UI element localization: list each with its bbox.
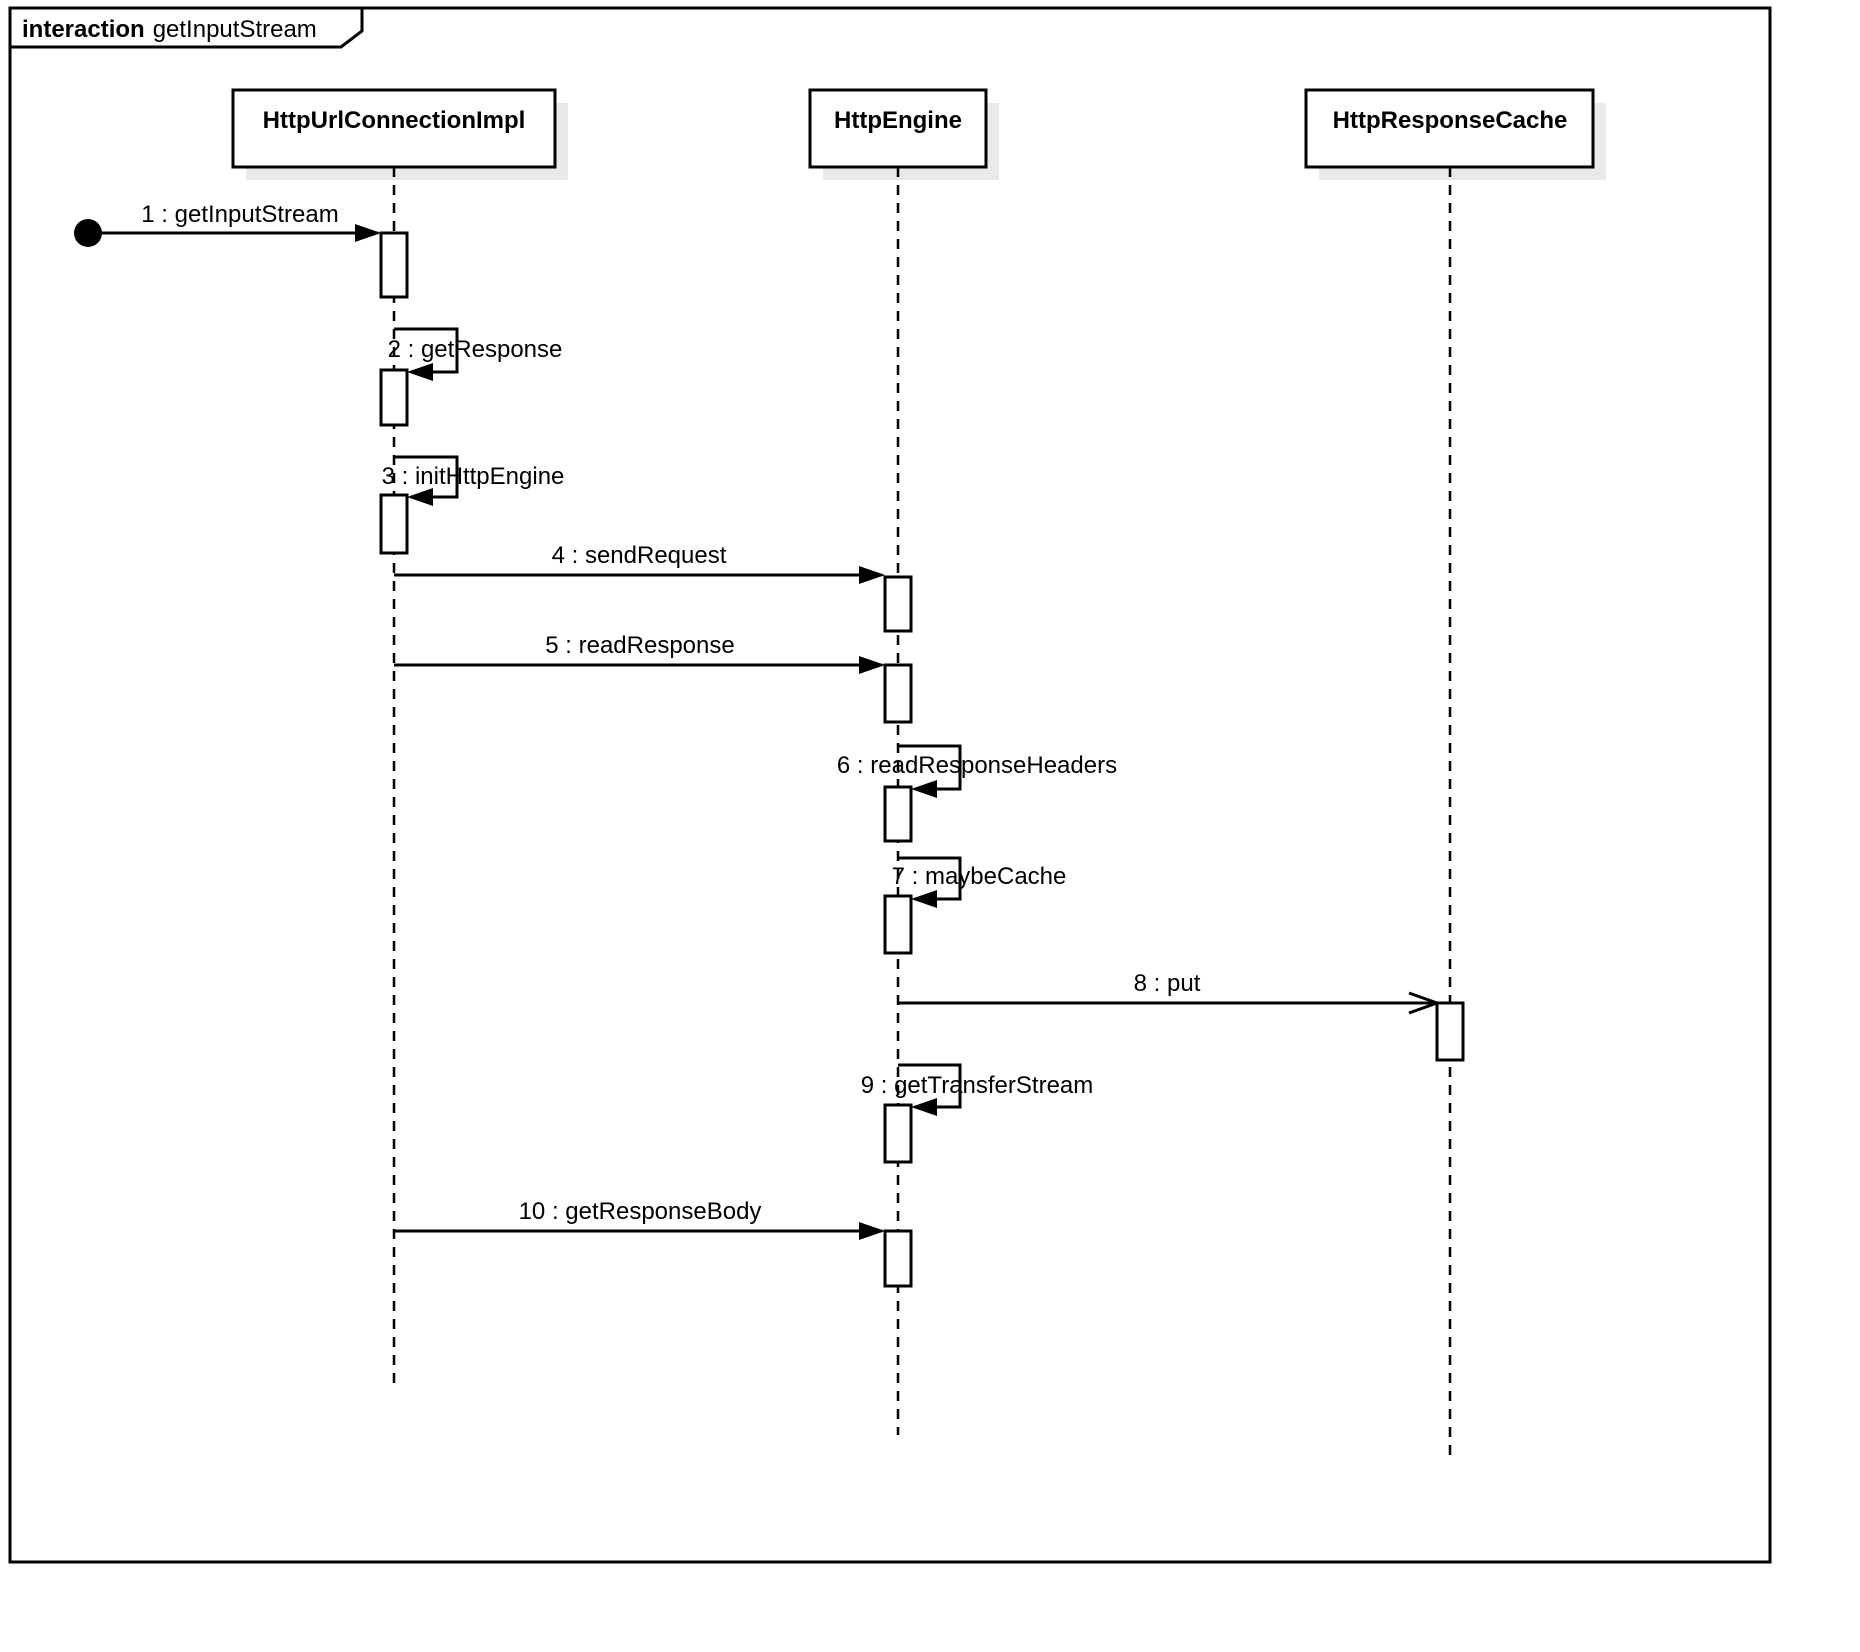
message-6: 6 : readResponseHeaders xyxy=(837,744,1117,798)
activation-bar xyxy=(1435,1001,1465,1062)
sync-arrowhead-icon xyxy=(859,566,885,584)
interaction-frame-border xyxy=(8,6,1772,1564)
sync-arrowhead-icon xyxy=(911,890,937,908)
message-10: 10 : getResponseBody xyxy=(394,1198,885,1240)
async-arrowhead-icon xyxy=(1408,991,1438,1015)
self-message-line xyxy=(898,744,962,791)
lifeline-head-box xyxy=(808,88,988,169)
start-node-icon xyxy=(74,219,102,247)
message-5: 5 : readResponse xyxy=(394,632,885,674)
self-message-line xyxy=(394,455,459,499)
frame-title-name: getInputStream xyxy=(153,16,317,43)
activation-bar xyxy=(883,575,913,633)
message-8: 8 : put xyxy=(898,970,1438,1015)
sync-arrowhead-icon xyxy=(355,224,381,242)
activation-bar xyxy=(883,1229,913,1288)
activation-bar xyxy=(883,785,913,843)
activation-bar xyxy=(883,894,913,955)
message-label: 1 : getInputStream xyxy=(141,201,338,228)
activation-bar xyxy=(379,493,409,555)
lifeline-head-httpresponsecache: HttpResponseCache xyxy=(1304,88,1595,169)
message-label: 6 : readResponseHeaders xyxy=(837,752,1117,779)
frame-title: interaction getInputStream xyxy=(22,16,317,43)
frame-title-tab xyxy=(8,6,364,49)
lifeline-head-box xyxy=(231,88,557,169)
lifeline-head-httpengine: HttpEngine xyxy=(808,88,988,169)
message-label: 9 : getTransferStream xyxy=(861,1072,1094,1099)
lifeline-head-label: HttpEngine xyxy=(834,107,962,134)
lifeline-head-httpurlconnectionimpl: HttpUrlConnectionImpl xyxy=(231,88,557,169)
message-9: 9 : getTransferStream xyxy=(861,1063,1094,1116)
self-message-line xyxy=(898,856,962,901)
message-7: 7 : maybeCache xyxy=(892,856,1067,908)
message-label: 3 : initHttpEngine xyxy=(382,463,565,490)
frame-title-keyword: interaction xyxy=(22,16,145,43)
sync-arrowhead-icon xyxy=(859,656,885,674)
message-label: 5 : readResponse xyxy=(545,632,734,659)
activation-bar xyxy=(883,663,913,724)
sync-arrowhead-icon xyxy=(911,780,937,798)
message-3: 3 : initHttpEngine xyxy=(382,455,565,506)
lifeline-head-label: HttpResponseCache xyxy=(1333,107,1568,134)
sync-arrowhead-icon xyxy=(911,1098,937,1116)
activation-bar xyxy=(883,1103,913,1164)
sync-arrowhead-icon xyxy=(859,1222,885,1240)
message-4: 4 : sendRequest xyxy=(394,542,885,584)
message-2: 2 : getResponse xyxy=(388,327,563,381)
message-label: 8 : put xyxy=(1134,970,1201,997)
message-1: 1 : getInputStream xyxy=(74,201,381,247)
activation-bar xyxy=(379,368,409,427)
lifeline-head-box xyxy=(1304,88,1595,169)
message-label: 2 : getResponse xyxy=(388,336,563,363)
sync-arrowhead-icon xyxy=(407,363,433,381)
self-message-line xyxy=(394,327,459,374)
activation-bar xyxy=(379,231,409,299)
message-label: 10 : getResponseBody xyxy=(519,1198,762,1225)
message-label: 7 : maybeCache xyxy=(892,863,1067,890)
lifeline-head-label: HttpUrlConnectionImpl xyxy=(263,107,526,134)
message-label: 4 : sendRequest xyxy=(552,542,727,569)
self-message-line xyxy=(898,1063,962,1109)
sync-arrowhead-icon xyxy=(407,488,433,506)
